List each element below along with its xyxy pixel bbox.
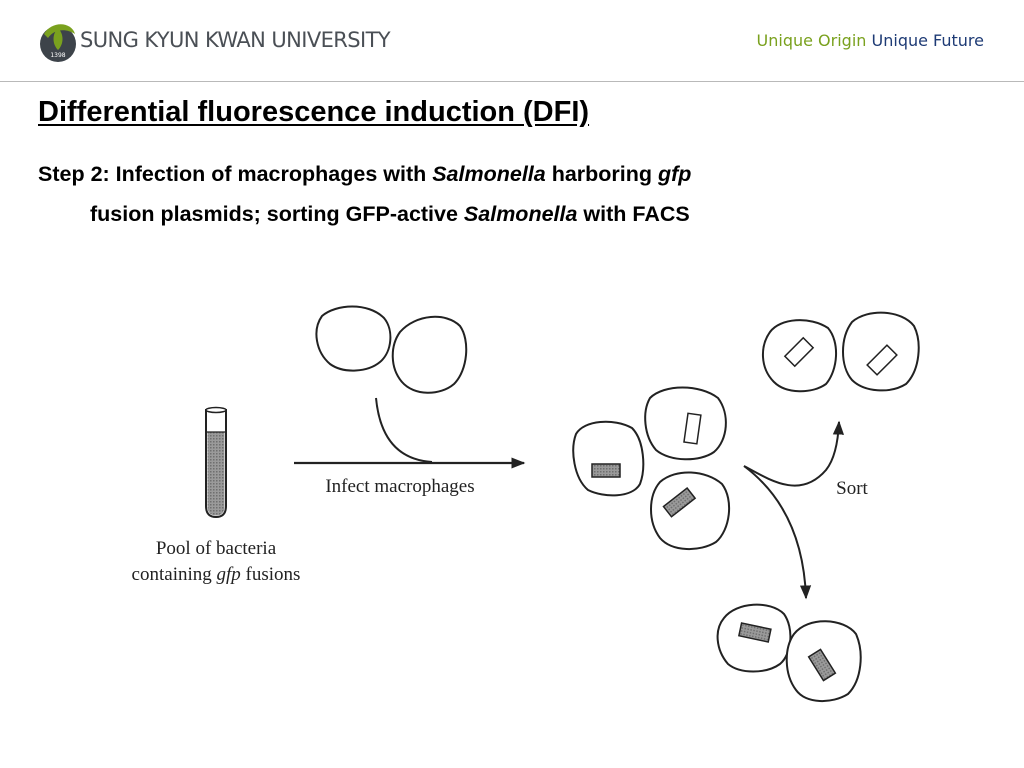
infect-label: Infect macrophages (325, 476, 474, 497)
sorted-macrophage (842, 311, 920, 392)
logo-year: 1398 (50, 52, 65, 59)
test-tube-icon (205, 406, 227, 519)
pool-label-pre: containing (132, 564, 217, 585)
macrophage-cell (315, 305, 392, 372)
pool-label-line2: containing gfp fusions (132, 564, 301, 585)
university-logo-icon: 1398 (40, 24, 76, 62)
macrophage-cell (391, 315, 468, 394)
step-organism2: Salmonella (463, 202, 578, 226)
infected-macrophage (572, 420, 645, 497)
step-gene: gfp (658, 162, 692, 186)
sort-arrow-down (743, 465, 812, 600)
slide-title: Differential fluorescence induction (DFI… (38, 96, 590, 128)
fluorescent-bacterium (737, 622, 772, 643)
sorted-macrophage (785, 620, 862, 702)
tagline-part2: Unique Future (871, 31, 984, 50)
header-divider (0, 81, 1024, 82)
step-prefix: Step 2: Infection of macrophages with (38, 162, 433, 186)
step-line2-prefix: fusion plasmids; sorting GFP-active (90, 202, 464, 226)
fluorescent-bacterium (662, 486, 697, 518)
non-fluorescent-bacterium (866, 344, 898, 376)
tagline: Unique Origin Unique Future (757, 31, 984, 50)
sort-arrow-up (743, 420, 845, 487)
step-organism: Salmonella (432, 162, 546, 186)
sort-label: Sort (836, 478, 868, 499)
pool-label-post: fusions (241, 564, 301, 585)
sorted-macrophage (716, 603, 792, 673)
non-fluorescent-bacterium (683, 412, 702, 445)
step-line2-suffix: with FACS (577, 202, 690, 226)
step-description: Step 2: Infection of macrophages with Sa… (38, 154, 978, 234)
non-fluorescent-bacterium (783, 336, 815, 368)
pool-label-line1: Pool of bacteria (156, 538, 277, 559)
tagline-part1: Unique Origin (756, 31, 867, 50)
step-mid: harboring (545, 162, 659, 186)
university-name: SUNG KYUN KWAN UNIVERSITY (80, 28, 391, 52)
fluorescent-bacterium (807, 648, 837, 682)
sorted-macrophage (762, 319, 838, 393)
infection-curve (375, 397, 433, 463)
fluorescent-bacterium (591, 463, 621, 478)
infected-macrophage (650, 471, 731, 551)
pool-label-gene: gfp (217, 564, 241, 585)
header: 1398 SUNG KYUN KWAN UNIVERSITY Unique Or… (0, 0, 1024, 82)
infected-macrophage (644, 386, 727, 461)
